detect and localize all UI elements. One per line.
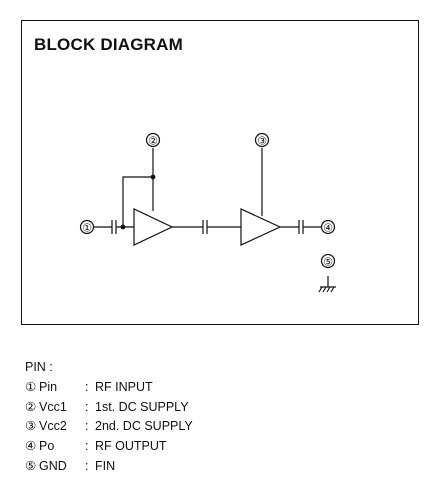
pin-symbol: Pin (39, 379, 58, 394)
pin-2-label: ② (148, 135, 158, 148)
pin-number: ③ (25, 419, 37, 434)
pin-description: FIN (95, 458, 116, 473)
pin-legend-heading: PIN : (25, 360, 53, 374)
input-coupling-capacitor (111, 220, 117, 234)
block-diagram-frame: BLOCK DIAGRAM ① ② (21, 20, 419, 325)
pin-legend: PIN : ① Pin : RF INPUT ② Vcc1 : 1st. DC … (25, 358, 193, 477)
pin-legend-row: ④ Po : RF OUTPUT (25, 437, 193, 457)
pin-description: RF OUTPUT (95, 439, 167, 454)
pin-separator: : (85, 439, 89, 454)
interstage-coupling-capacitor (202, 220, 208, 234)
pin-symbol: Vcc1 (39, 399, 67, 414)
block-diagram-schematic: ① ② ③ (79, 132, 336, 293)
diagram-title: BLOCK DIAGRAM (34, 35, 183, 54)
pin-symbol: Po (39, 439, 55, 454)
pin-legend-row: ① Pin : RF INPUT (25, 378, 193, 398)
pin-5-label: ⑤ (323, 256, 333, 269)
pin-separator: : (85, 399, 89, 414)
amplifier-2 (240, 208, 282, 246)
pin-symbol: GND (39, 458, 67, 473)
ground-symbol (318, 276, 336, 293)
pin-number: ② (25, 399, 37, 414)
pin-legend-row: ② Vcc1 : 1st. DC SUPPLY (25, 398, 193, 418)
pin-symbol: Vcc2 (39, 419, 67, 434)
pin-4-marker: ④ (320, 219, 336, 235)
pin-1-marker: ① (79, 219, 95, 235)
pin-5-marker: ⑤ (320, 253, 336, 269)
pin-number: ⑤ (25, 458, 37, 473)
output-coupling-capacitor (298, 220, 304, 234)
pin-2-marker: ② (145, 132, 161, 148)
pin-3-label: ③ (257, 135, 267, 148)
pin-description: 1st. DC SUPPLY (95, 399, 189, 414)
pin-separator: : (85, 379, 89, 394)
pin-4-label: ④ (323, 222, 333, 235)
pin-1-label: ① (82, 222, 92, 235)
pin-number: ④ (25, 439, 37, 454)
bias-feed-wire (122, 176, 153, 227)
amplifier-1 (133, 208, 174, 246)
pin-number: ① (25, 379, 37, 394)
pin-3-marker: ③ (254, 132, 270, 148)
pin-legend-row: ⑤ GND : FIN (25, 457, 193, 477)
pin-separator: : (85, 458, 89, 473)
pin-legend-row: ③ Vcc2 : 2nd. DC SUPPLY (25, 417, 193, 437)
pin-description: RF INPUT (95, 379, 153, 394)
pin-separator: : (85, 419, 89, 434)
pin-description: 2nd. DC SUPPLY (95, 419, 193, 434)
